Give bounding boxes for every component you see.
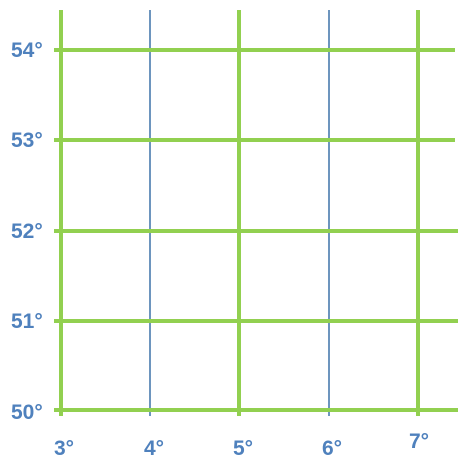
latitude-label-50: 50°: [11, 401, 43, 424]
latitude-label-53: 53°: [11, 129, 43, 152]
latitude-labels: 54° 53° 52° 51° 50°: [11, 39, 43, 424]
longitude-label-4: 4°: [144, 437, 164, 460]
longitude-label-5: 5°: [233, 437, 253, 460]
latitude-label-54: 54°: [11, 39, 43, 62]
longitude-label-3: 3°: [54, 437, 74, 460]
longitude-label-6: 6°: [322, 437, 342, 460]
latitude-label-51: 51°: [11, 310, 43, 333]
horizontal-lines: [54, 48, 458, 412]
vertical-lines: [59, 10, 420, 416]
longitude-labels: 3° 4° 5° 6° 7°: [54, 430, 429, 460]
latitude-label-52: 52°: [11, 220, 43, 243]
longitude-label-7: 7°: [409, 430, 429, 453]
